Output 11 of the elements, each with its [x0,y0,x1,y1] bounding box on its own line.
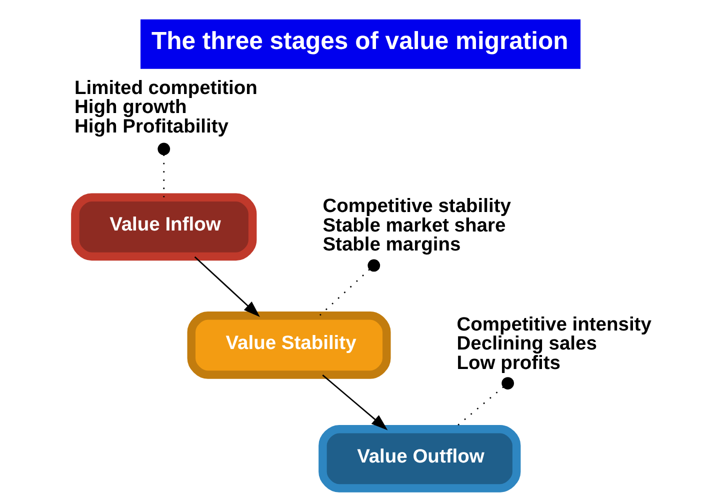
node-box: Value Inflow [70,193,256,261]
diagram-title: The three stages of value migration [151,28,568,55]
node-box: Value Outflow [318,424,520,492]
arrow [194,256,260,317]
arrow [322,374,388,430]
node-text: Competitive stability Stable market share Stable margins [322,196,510,256]
node-text: Limited competition High growth High Profitability [74,78,257,138]
connector [318,259,380,316]
node-text: Competitive intensity Declining sales Low profits [456,314,651,374]
connector [157,142,170,198]
node-box: Value Stability [186,312,390,379]
